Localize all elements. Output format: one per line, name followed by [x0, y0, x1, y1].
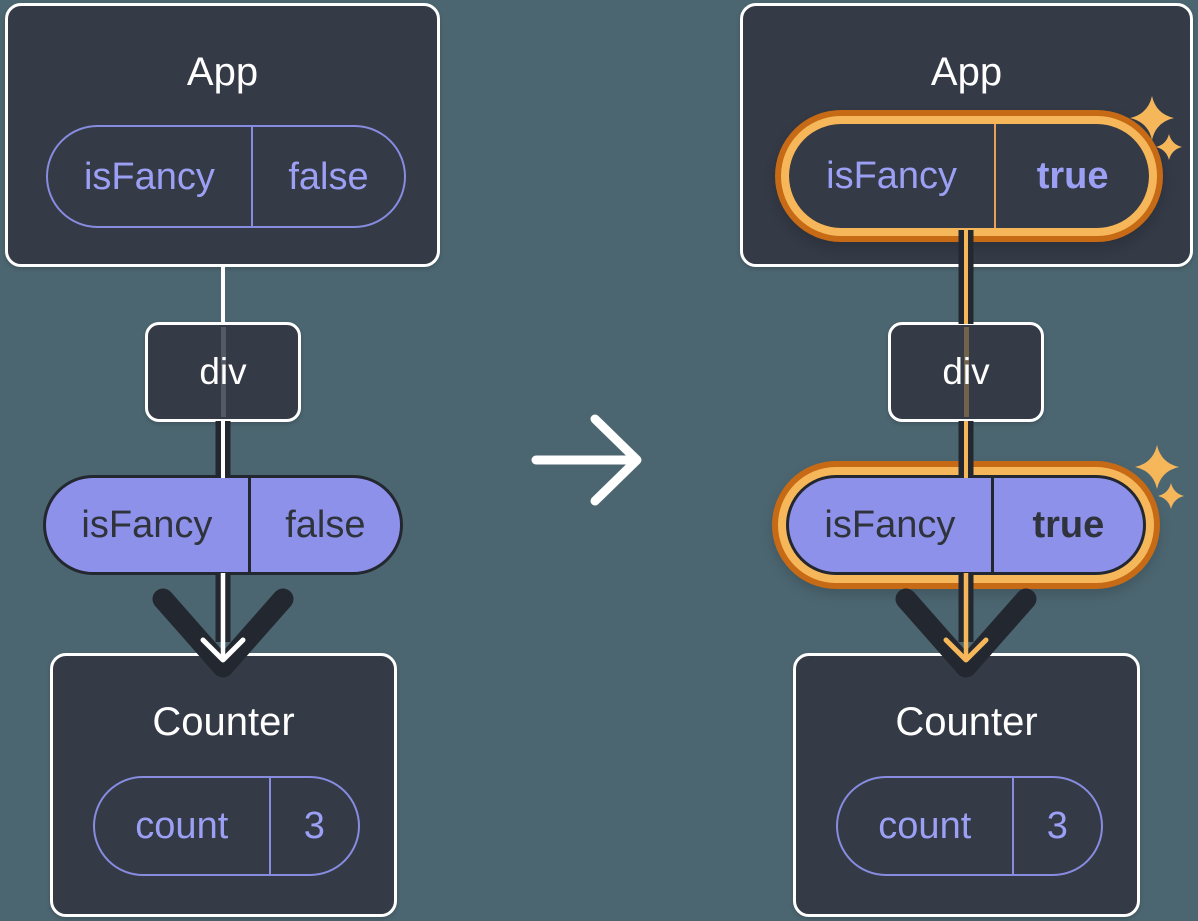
- div-node-box: div: [888, 322, 1044, 422]
- state-line-passthrough: [220, 327, 226, 417]
- state-value: 3: [268, 778, 358, 874]
- component-title: Counter: [895, 700, 1038, 744]
- prop-value: false: [247, 478, 400, 572]
- counter-state-pill: count 3: [836, 776, 1103, 876]
- app-component-box: App isFancy false: [5, 3, 440, 267]
- arrow-right-icon: [531, 414, 642, 506]
- prop-name: isFancy: [81, 504, 213, 546]
- prop-pill-highlighted: isFancy true: [786, 475, 1146, 575]
- app-state-pill: isFancy false: [46, 125, 406, 228]
- state-name: isFancy: [826, 155, 958, 197]
- counter-state-pill: count 3: [93, 776, 360, 876]
- state-name: count: [878, 805, 972, 847]
- state-value: false: [250, 127, 404, 226]
- component-title: App: [930, 50, 1003, 94]
- app-component-box: App isFancy true: [740, 3, 1193, 267]
- div-node-label: div: [199, 351, 247, 392]
- state-name: count: [135, 805, 229, 847]
- state-name: isFancy: [83, 155, 215, 198]
- counter-component-box: Counter count 3: [793, 653, 1140, 917]
- state-value: true: [994, 124, 1149, 228]
- component-title: App: [186, 50, 259, 94]
- div-node-label: div: [942, 351, 990, 392]
- counter-component-box: Counter count 3: [50, 653, 397, 917]
- prop-value: true: [990, 478, 1143, 572]
- state-value: 3: [1011, 778, 1101, 874]
- prop-pill: isFancy false: [43, 475, 403, 575]
- component-title: Counter: [152, 700, 295, 744]
- prop-name: isFancy: [824, 504, 956, 546]
- app-state-pill-highlighted: isFancy true: [789, 124, 1149, 228]
- div-node-box: div: [145, 322, 301, 422]
- state-line-passthrough: [963, 327, 969, 417]
